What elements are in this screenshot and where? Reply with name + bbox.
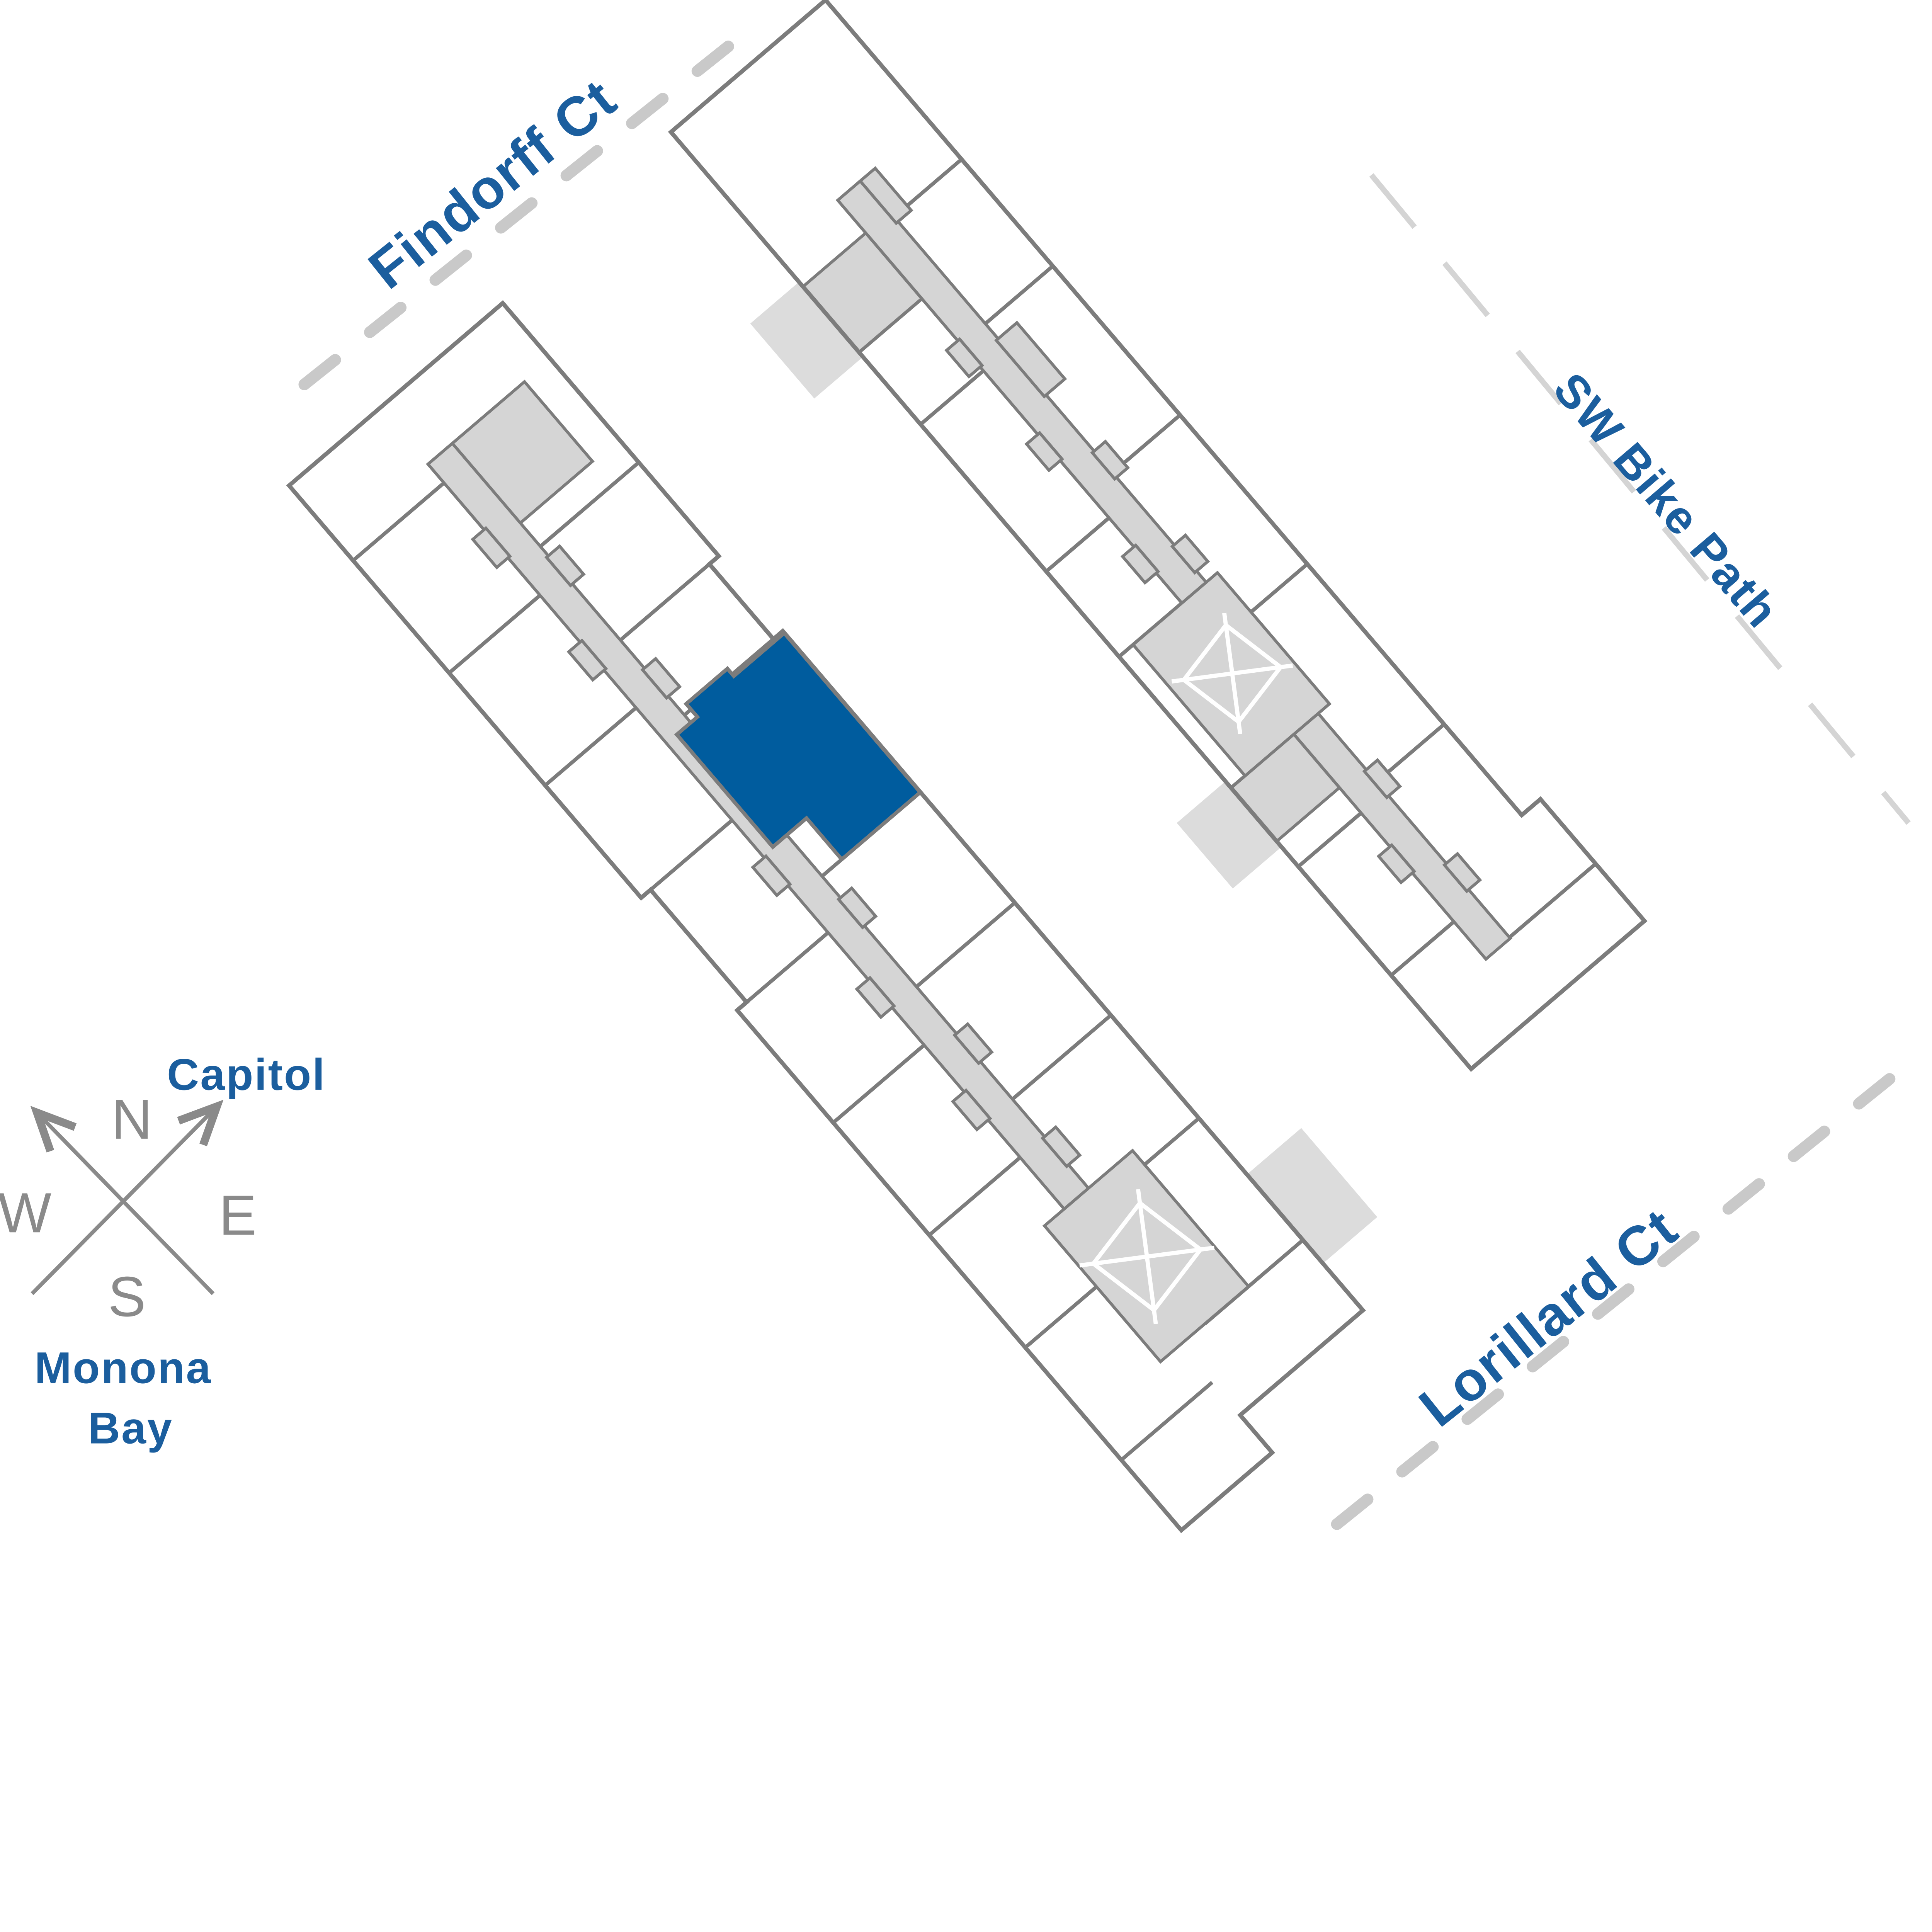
building-east-outline bbox=[668, 0, 1648, 1072]
corridor-alcove bbox=[858, 166, 913, 225]
monona-bay-label-line2: Bay bbox=[88, 1404, 173, 1453]
stairwell-box bbox=[1181, 622, 1284, 725]
corridor-alcove bbox=[952, 1022, 994, 1066]
lorillard-ct-dashed-line bbox=[1331, 1054, 1920, 1530]
unit-wall bbox=[649, 818, 733, 891]
findorff-ct-label: Findorff Ct bbox=[357, 67, 628, 301]
corridor-alcove bbox=[640, 656, 682, 700]
corridor-alcove bbox=[1376, 843, 1417, 885]
unit-wall bbox=[915, 901, 1016, 988]
corridor-alcove bbox=[750, 854, 792, 898]
unit-wall bbox=[745, 931, 830, 1004]
corridor-alcove bbox=[944, 337, 984, 379]
unit-wall bbox=[619, 563, 711, 642]
site-plan-map: Findorff Ct SW Bike Path Lorillard Ct N … bbox=[0, 0, 1920, 1533]
building-east-exit-pad bbox=[1177, 781, 1282, 889]
building-east bbox=[668, 0, 1648, 1072]
unit-wall bbox=[352, 481, 446, 562]
building-west-exit-pad bbox=[1245, 1128, 1378, 1265]
unit-wall bbox=[832, 1043, 925, 1124]
compass-arrowhead-nw-icon bbox=[30, 1105, 77, 1153]
monona-bay-label-line1: Monona bbox=[34, 1343, 212, 1393]
compass-rose: N W E S bbox=[0, 1088, 257, 1328]
street-lorillard-ct: Lorillard Ct bbox=[1331, 1054, 1920, 1530]
corridor-alcove bbox=[836, 886, 878, 930]
stairwell-x-icon bbox=[1171, 612, 1293, 735]
highlighted-unit[interactable] bbox=[665, 626, 923, 888]
stairwell-x-icon bbox=[1079, 1189, 1215, 1325]
corridor-alcove bbox=[544, 544, 586, 588]
unit-wall bbox=[539, 461, 640, 548]
unit-wall bbox=[448, 594, 541, 675]
capitol-label: Capitol bbox=[167, 1050, 326, 1099]
building-east-entry-pad bbox=[750, 282, 863, 399]
compass-arrowhead-ne-icon bbox=[177, 1100, 224, 1146]
unit-wall bbox=[1120, 1381, 1214, 1461]
bike-path-dashed-line bbox=[1369, 173, 1911, 825]
unit-wall bbox=[919, 369, 985, 426]
unit-wall bbox=[544, 706, 638, 787]
building-west bbox=[286, 300, 1378, 1533]
corridor-alcove bbox=[994, 320, 1067, 399]
building-east-corridor bbox=[801, 166, 1512, 961]
compass-letter-w: W bbox=[0, 1181, 51, 1245]
street-findorff-ct: Findorff Ct bbox=[298, 15, 766, 391]
lorillard-ct-label: Lorillard Ct bbox=[1408, 1197, 1689, 1439]
corridor-alcove bbox=[951, 1088, 992, 1132]
corridor-alcove bbox=[566, 638, 608, 682]
compass-letter-s: S bbox=[108, 1265, 146, 1328]
compass-letter-n: N bbox=[111, 1088, 152, 1151]
corridor-alcove bbox=[1024, 430, 1065, 473]
corridor-alcove bbox=[1170, 533, 1210, 575]
sw-bike-path: SW Bike Path bbox=[1369, 173, 1911, 825]
stairwell-x-stroke bbox=[1079, 1245, 1215, 1268]
compass-letter-e: E bbox=[219, 1184, 257, 1247]
unit-wall bbox=[1508, 862, 1597, 939]
unit-wall bbox=[928, 1156, 1022, 1237]
corridor-alcove bbox=[1040, 1125, 1082, 1168]
unit-wall bbox=[1390, 920, 1455, 977]
unit-wall bbox=[1297, 811, 1362, 868]
stairwell-box bbox=[1090, 1200, 1204, 1313]
building-west-outline bbox=[286, 300, 1366, 1533]
corridor-alcove bbox=[855, 976, 896, 1019]
corridor-alcove bbox=[1362, 758, 1402, 800]
corridor-alcove bbox=[1120, 543, 1160, 585]
unit-wall bbox=[1045, 516, 1111, 573]
corridor-alcove bbox=[1090, 439, 1130, 481]
unit-wall bbox=[1011, 1014, 1112, 1101]
bike-path-label: SW Bike Path bbox=[1544, 363, 1789, 638]
findorff-ct-dashed-line bbox=[298, 15, 766, 391]
stairwell-x-stroke bbox=[1171, 663, 1293, 684]
compass-axis-se-nw bbox=[36, 1111, 215, 1295]
unit-wall bbox=[984, 264, 1054, 325]
corridor-alcove bbox=[471, 526, 512, 570]
corridor-alcove bbox=[1442, 852, 1482, 893]
